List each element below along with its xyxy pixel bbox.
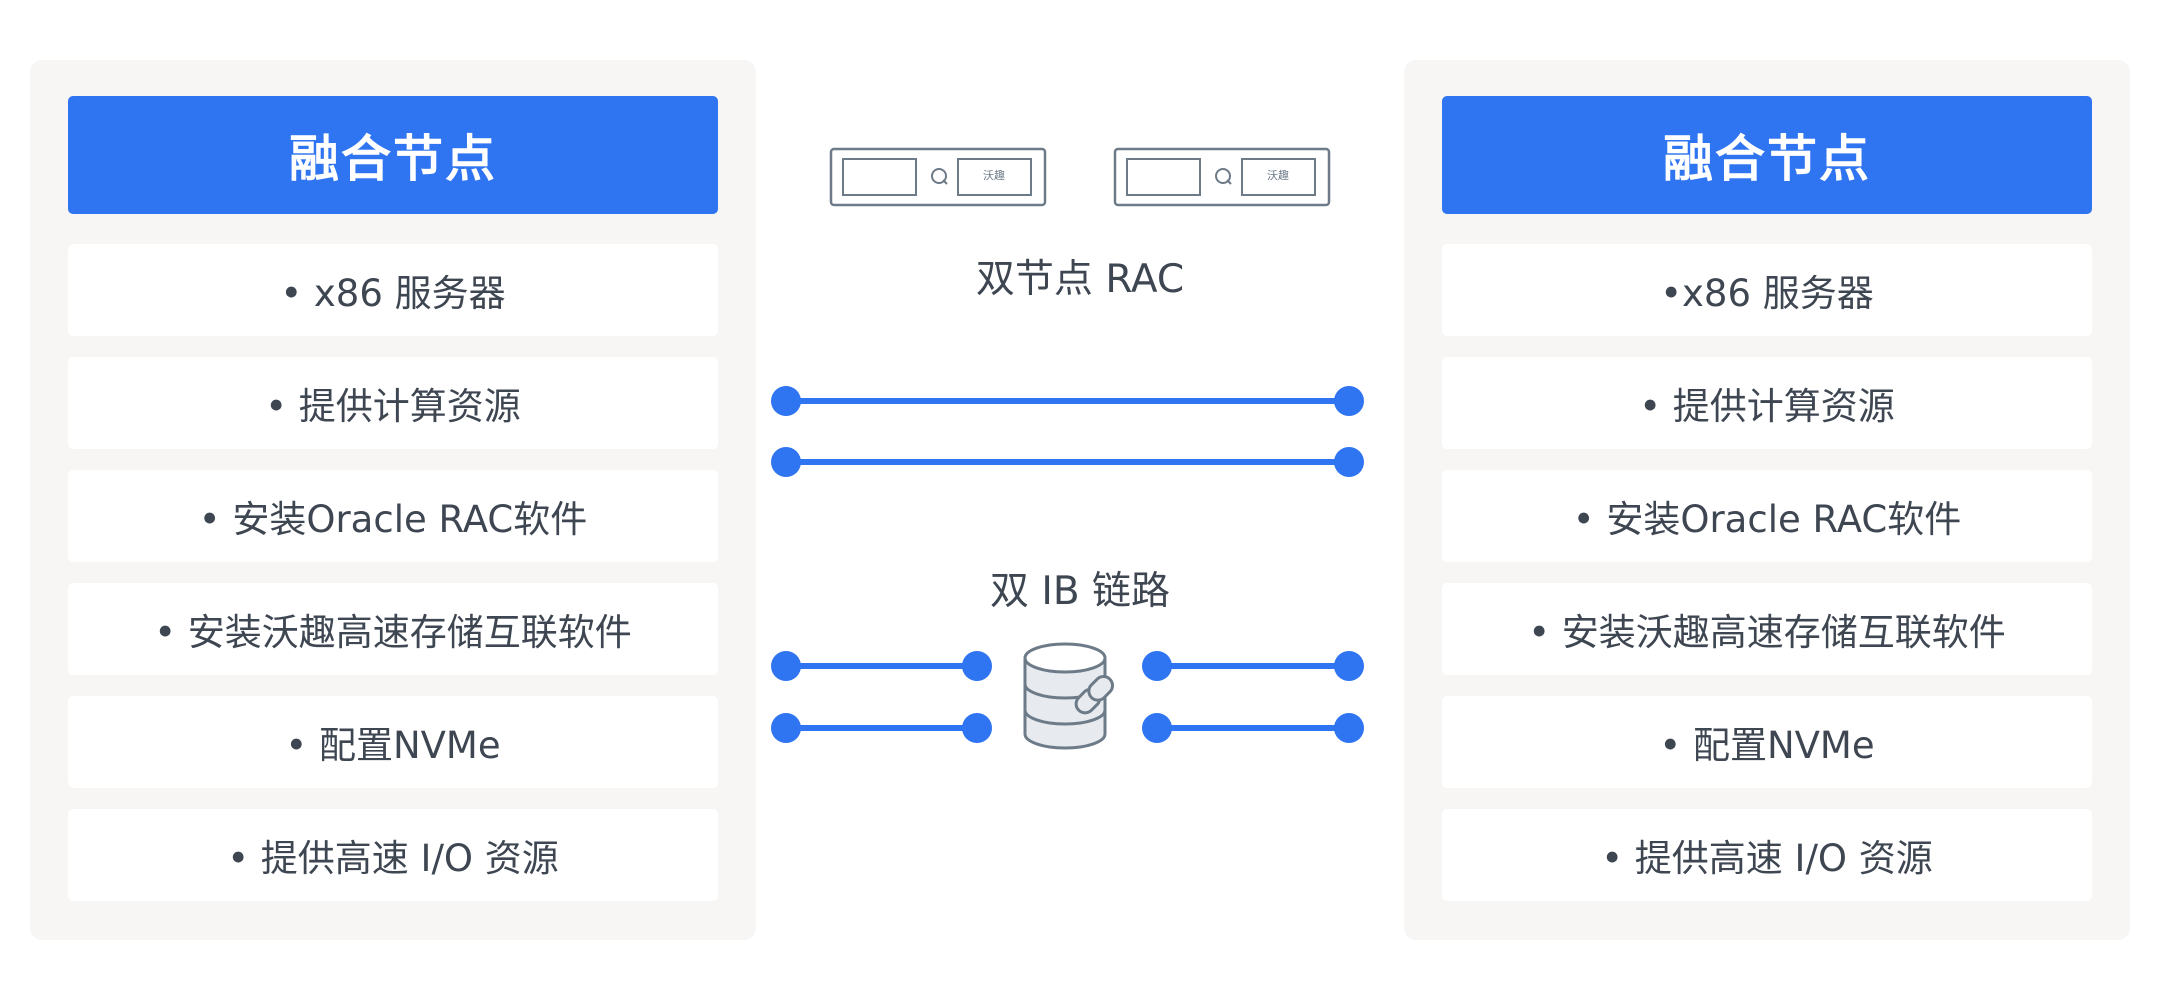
server-brand-label: 沃趣 — [983, 168, 1005, 182]
server-unit-icon: 沃趣 — [1113, 147, 1331, 207]
right-feature-list: •x86 服务器 • 提供计算资源 • 安装Oracle RAC软件 • 安装沃… — [1442, 244, 2092, 922]
left-feature-item: • 安装Oracle RAC软件 — [68, 470, 718, 562]
right-feature-item: • 安装Oracle RAC软件 — [1442, 470, 2092, 562]
right-feature-item: •x86 服务器 — [1442, 244, 2092, 336]
rac-link — [771, 386, 1364, 416]
left-feature-item: • 提供计算资源 — [68, 357, 718, 449]
database-link-icon — [1023, 642, 1115, 750]
ib-label: 双 IB 链路 — [989, 569, 1171, 614]
left-feature-list: • x86 服务器 • 提供计算资源 • 安装Oracle RAC软件 • 安装… — [68, 244, 718, 922]
right-node-panel: 融合节点 •x86 服务器 • 提供计算资源 • 安装Oracle RAC软件 … — [1404, 60, 2130, 940]
ib-link-left — [771, 713, 992, 743]
ib-link-right — [1142, 651, 1364, 681]
server-unit-icon: 沃趣 — [829, 147, 1047, 207]
ib-link-right — [1142, 713, 1364, 743]
rac-link — [771, 447, 1364, 477]
right-feature-item: • 安装沃趣高速存储互联软件 — [1442, 583, 2092, 675]
right-feature-item: • 配置NVMe — [1442, 696, 2092, 788]
right-feature-item: • 提供高速 I/O 资源 — [1442, 809, 2092, 901]
ib-link-left — [771, 651, 992, 681]
left-feature-item: • 配置NVMe — [68, 696, 718, 788]
left-panel-title: 融合节点 — [68, 96, 718, 214]
right-panel-title: 融合节点 — [1442, 96, 2092, 214]
server-brand-label: 沃趣 — [1267, 168, 1289, 182]
left-feature-item: • x86 服务器 — [68, 244, 718, 336]
left-feature-item: • 提供高速 I/O 资源 — [68, 809, 718, 901]
right-feature-item: • 提供计算资源 — [1442, 357, 2092, 449]
left-feature-item: • 安装沃趣高速存储互联软件 — [68, 583, 718, 675]
left-node-panel: 融合节点 • x86 服务器 • 提供计算资源 • 安装Oracle RAC软件… — [30, 60, 756, 940]
rac-label: 双节点 RAC — [975, 257, 1185, 302]
